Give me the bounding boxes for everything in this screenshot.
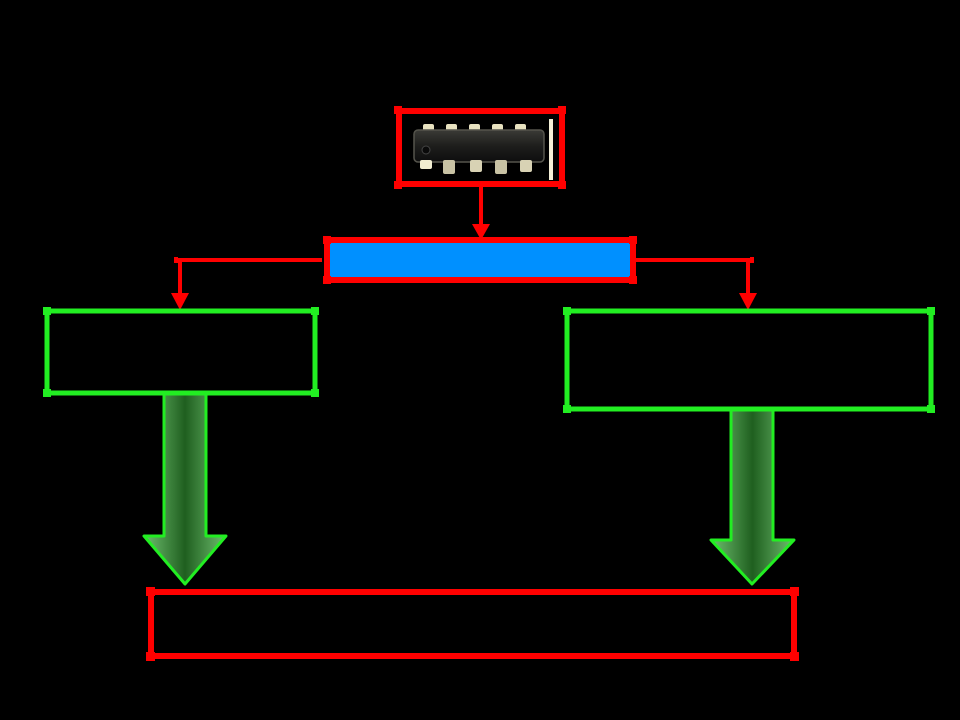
bus-bar [323,236,637,284]
arrowhead-icon [171,293,189,310]
chip-node [394,106,566,189]
down-arrow-icon [709,408,796,586]
block-arrow-left [142,392,228,586]
edge-chip-to-bus [472,185,490,240]
block-arrow-right [709,408,796,586]
dip-ic-chip-icon [413,119,553,180]
left-box [43,307,319,397]
right-box [563,307,935,413]
arrowhead-icon [739,293,757,310]
arrowhead-icon [472,224,490,240]
edge-bus-to-right-box [632,257,757,310]
edge-bus-to-left-box [171,257,322,310]
bottom-box [146,587,799,661]
down-arrow-icon [142,392,228,586]
